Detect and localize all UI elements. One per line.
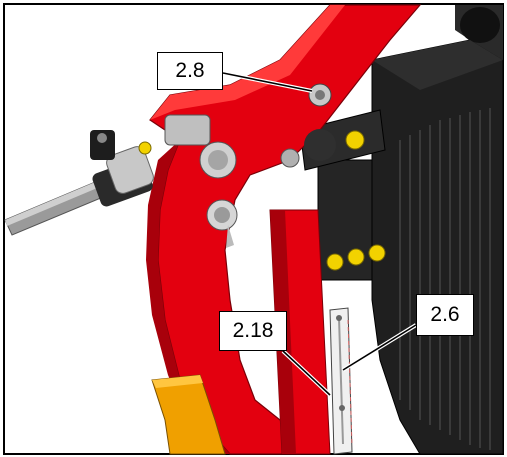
- adjust-rod: [4, 130, 154, 236]
- motor-housing: [371, 5, 504, 455]
- orange-blade: [151, 374, 226, 455]
- depth-scale: [329, 307, 353, 455]
- callout-label: 2.8: [157, 52, 223, 90]
- callout-leaders-inner: [222, 72, 417, 396]
- pivot-bushing: [164, 83, 336, 248]
- callout-label: 2.6: [416, 294, 474, 336]
- callout-label: 2.18: [219, 311, 287, 351]
- yellow-bolts: [138, 130, 386, 271]
